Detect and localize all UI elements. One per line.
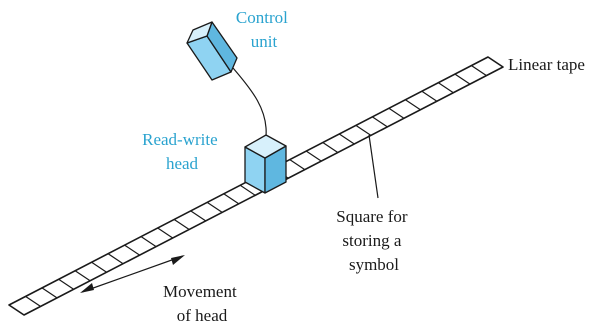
tape-square-divider (454, 73, 471, 85)
tape-square-divider (289, 159, 306, 171)
movement-arrowhead-right (171, 255, 185, 265)
tape-square-divider (388, 107, 405, 119)
control-top-face (186, 21, 213, 44)
read-write-head-block (244, 134, 287, 194)
movement-label: Movement of head (163, 282, 241, 325)
tape-square-divider (25, 295, 41, 307)
read-write-head-label: Read-write head (142, 130, 222, 173)
control-unit-block (186, 21, 238, 81)
movement-arrow (80, 255, 185, 293)
control-unit-label: Control unit (236, 8, 292, 51)
tape-square-divider (190, 210, 207, 222)
tape-square-divider (91, 261, 107, 273)
square-pointer-line (368, 134, 379, 199)
tape-square-divider (157, 227, 174, 239)
tape-square-divider (405, 99, 421, 111)
head-top-face (244, 134, 287, 159)
tape-square-divider (223, 193, 240, 205)
tape-square-divider (140, 236, 157, 248)
tape-square-divider (173, 219, 190, 230)
tape-square-divider (438, 82, 454, 94)
tape-square-divider (322, 142, 339, 153)
tape-square-divider (372, 116, 388, 128)
tape-square-divider (421, 90, 438, 102)
tape-square-divider (41, 287, 58, 299)
tape-square-divider (206, 201, 223, 213)
tape-square-divider (471, 65, 487, 77)
tape-square-divider (74, 270, 91, 282)
square-label: Square for storing a symbol (336, 207, 412, 274)
linear-tape-label: Linear tape (508, 55, 585, 74)
tape-square-divider (305, 150, 322, 162)
tape-square-divider (124, 244, 140, 256)
tape-square-divider (107, 253, 124, 265)
control-cable (232, 67, 267, 137)
tape-square-divider (355, 124, 372, 136)
tape-square-divider (338, 133, 355, 145)
tape-square-divider (239, 184, 256, 196)
movement-arrowhead-left (80, 283, 94, 293)
tape-square-divider (58, 278, 74, 290)
